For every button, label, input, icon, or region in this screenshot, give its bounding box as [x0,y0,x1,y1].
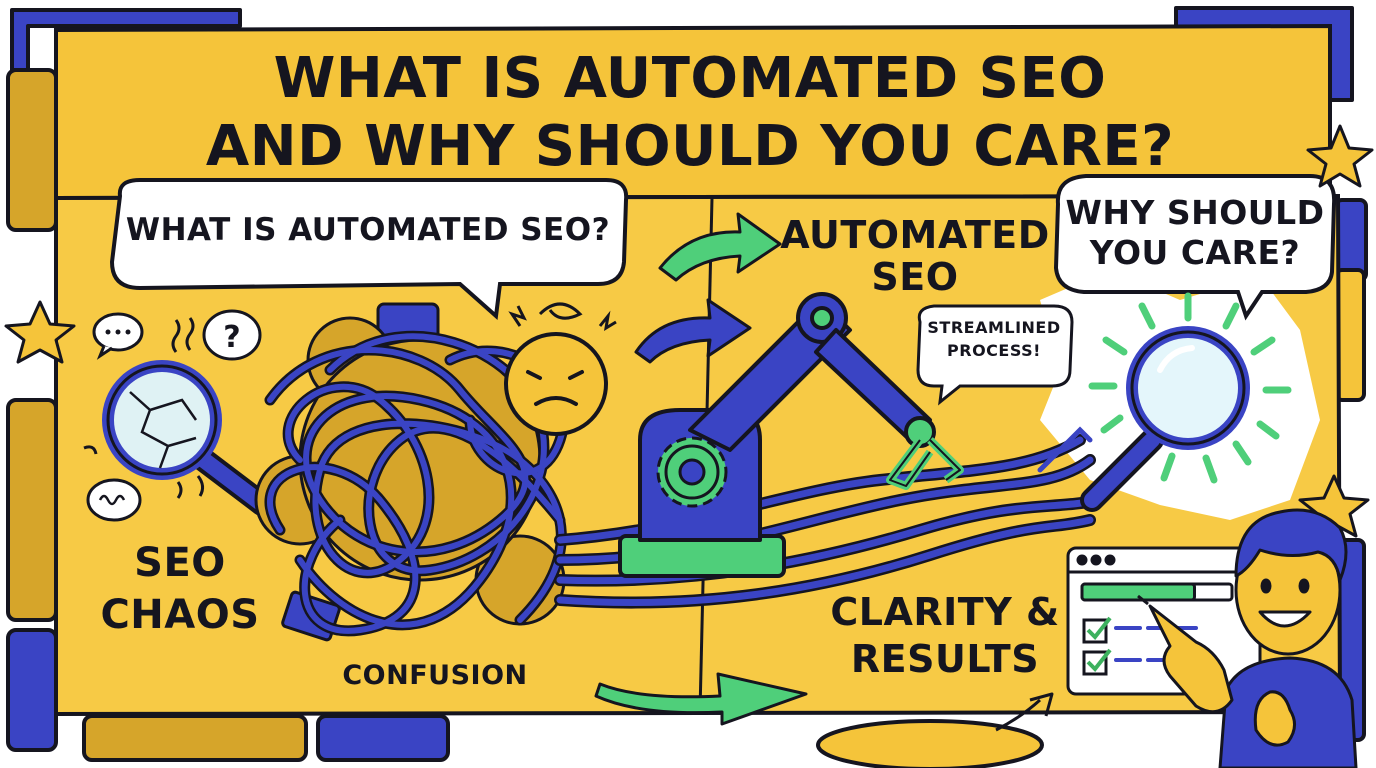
chat-dots-icon [92,312,144,360]
stressed-face-icon [504,302,617,436]
seo-chaos-label-line-1: SEO [134,540,226,586]
page-title-line-1: WHAT IS AUTOMATED SEO [273,46,1107,111]
magnifier-glowing-icon [1080,292,1292,512]
bubble-what-is-text: WHAT IS AUTOMATED SEO? [125,212,611,248]
bubble-why-care-shape [1053,174,1337,321]
clarity-results-label-line-1: CLARITY & [830,590,1060,634]
bubble-what-is-shape [109,178,629,321]
frame-decorations [6,6,1368,768]
scribble-bubble-icon [86,478,142,522]
gear-icon [656,436,728,508]
automated-seo-heading-line-2: SEO [871,255,959,299]
bubble-streamlined-shape [916,304,1074,406]
question-bubble-icon: ? [202,309,262,361]
bubble-why-care-text-line-2: YOU CARE? [1089,233,1301,272]
bubble-why-care-text-line-1: WHY SHOULD [1065,193,1325,232]
bubble-streamlined-text-line-1: STREAMLINED [927,318,1061,337]
clarity-results-label-line-2: RESULTS [850,637,1040,681]
checkbox-checked-icon [1082,616,1112,676]
robot-arm-icon [618,292,964,578]
svg-text:?: ? [223,320,240,355]
magnifier-cracked-icon [102,360,274,516]
arrow-icon [594,212,1054,732]
bubble-streamlined-text-line-2: PROCESS! [947,341,1041,360]
automated-seo-heading-line-1: AUTOMATED [780,213,1050,257]
page-title-line-2: AND WHY SHOULD YOU CARE? [205,114,1175,179]
progress-bar-fill [1080,582,1196,602]
stress-lines [83,317,205,499]
confusion-label: CONFUSION [342,660,528,691]
seo-chaos-label-line-2: CHAOS [100,592,260,638]
smiling-man-thumbs-up-icon [1137,508,1358,768]
tangled-wires [254,302,569,642]
